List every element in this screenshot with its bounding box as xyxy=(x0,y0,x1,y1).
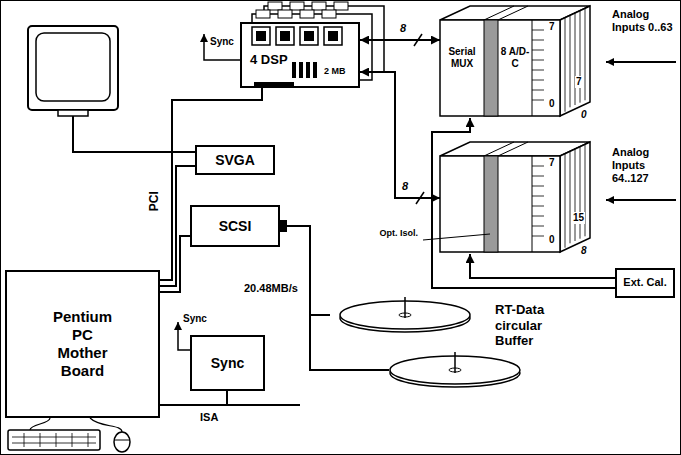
chip xyxy=(322,10,336,18)
keyboard-keys xyxy=(12,443,96,444)
sync-card: Sync xyxy=(190,335,265,391)
dsp-board: 4 DSP 2 MB xyxy=(240,22,360,88)
chip xyxy=(256,10,270,18)
chip xyxy=(300,10,314,18)
keyboard-keys xyxy=(56,433,57,447)
monitor-stand xyxy=(58,110,88,116)
chip xyxy=(312,2,326,10)
channel-number: 7 xyxy=(548,21,556,33)
dsp-board-front xyxy=(240,22,360,88)
monitor-case xyxy=(28,26,118,110)
channel-number: 7 xyxy=(575,76,583,88)
adc-rack xyxy=(440,6,590,116)
section-name: 8 A/D-C xyxy=(499,46,531,70)
mouse-cable xyxy=(90,418,122,432)
leader-line xyxy=(423,234,490,240)
channel-number: 15 xyxy=(572,212,585,224)
disk-spindle xyxy=(454,352,456,373)
box-label: Ext. Cal. xyxy=(623,276,666,289)
channel-number: 0 xyxy=(548,234,556,246)
channel-number: 0 xyxy=(548,98,556,110)
sync-wire xyxy=(204,34,240,60)
input-arrow xyxy=(606,61,676,63)
monitor-cable xyxy=(73,116,195,152)
dsp-chip-core xyxy=(304,31,314,41)
mouse-button xyxy=(114,440,130,441)
keyboard xyxy=(8,430,100,450)
isolation-label: Opt. Isol. xyxy=(378,228,418,239)
keyboard-cable xyxy=(30,418,50,430)
channel-number: 0 xyxy=(580,109,588,121)
keyboard-keys xyxy=(88,433,89,447)
memory-chip xyxy=(313,62,317,78)
sync-wire xyxy=(178,322,190,350)
bus-width: 8 xyxy=(400,22,406,35)
box-label: SVGA xyxy=(215,152,255,169)
disk-spindle xyxy=(404,297,406,318)
input-range: Analog Inputs 0..63 xyxy=(612,8,676,34)
input-arrow xyxy=(606,199,676,201)
board-name: 4 DSP xyxy=(250,52,288,68)
dsp-chip-core xyxy=(280,31,290,41)
connector xyxy=(160,236,190,292)
adc-rack: 70158Opt. Isol. xyxy=(440,142,600,254)
signal-name: Sync xyxy=(210,36,234,48)
chip xyxy=(334,2,348,10)
keyboard-keys xyxy=(24,433,25,447)
chip xyxy=(278,10,292,18)
buffer-label: RT-Data circular Buffer xyxy=(495,302,567,349)
dsp-chip xyxy=(276,27,294,45)
connector xyxy=(360,72,440,198)
signal-name: Sync xyxy=(183,313,207,325)
bus-name: ISA xyxy=(200,411,218,424)
dsp-chip xyxy=(324,27,342,45)
adc-rack: Serial MUX 8 A/D-C 7 0 7 0 xyxy=(440,6,600,118)
memory-chip xyxy=(299,62,303,78)
input-range: Analog Inputs 64..127 xyxy=(612,146,676,186)
keyboard-keys xyxy=(72,433,73,447)
memory-size: 2 MB xyxy=(324,66,346,77)
chip xyxy=(290,2,304,10)
keyboard-keys xyxy=(12,437,96,438)
connector xyxy=(160,391,227,405)
keyboard-keys xyxy=(40,433,41,447)
box-label: Pentium PC Mother Board xyxy=(48,308,118,380)
bus-width: 8 xyxy=(402,180,408,193)
edge-label: 20.48MB/s xyxy=(243,282,299,295)
connector xyxy=(360,39,440,41)
connector xyxy=(470,254,615,278)
section-name: Serial MUX xyxy=(442,46,482,70)
memory-chip xyxy=(306,62,310,78)
chip xyxy=(268,2,282,10)
pci-fingers xyxy=(254,82,294,86)
dsp-chip-core xyxy=(328,31,338,41)
channel-number: 7 xyxy=(548,157,556,169)
connector xyxy=(280,226,330,315)
adc-rack xyxy=(440,142,590,252)
monitor-screen xyxy=(36,33,110,101)
memory-chip xyxy=(292,62,296,78)
box-label: SCSI xyxy=(219,218,252,235)
dsp-chip-core xyxy=(256,31,266,41)
dsp-chip xyxy=(252,27,270,45)
dsp-chip xyxy=(300,27,318,45)
bus-name: PCI xyxy=(147,191,161,211)
disk-buffer: RT-Data circular Buffer xyxy=(330,280,580,420)
svga-card: SVGA xyxy=(195,145,275,175)
mother-board: Pentium PC Mother Board xyxy=(5,270,160,418)
channel-number: 8 xyxy=(580,245,588,257)
ext-cal-box: Ext. Cal. xyxy=(615,268,675,298)
connector xyxy=(432,118,615,288)
mouse xyxy=(114,432,130,452)
isa-bus xyxy=(227,404,300,406)
box-label: Sync xyxy=(211,355,244,372)
scsi-card: SCSI xyxy=(190,205,280,247)
